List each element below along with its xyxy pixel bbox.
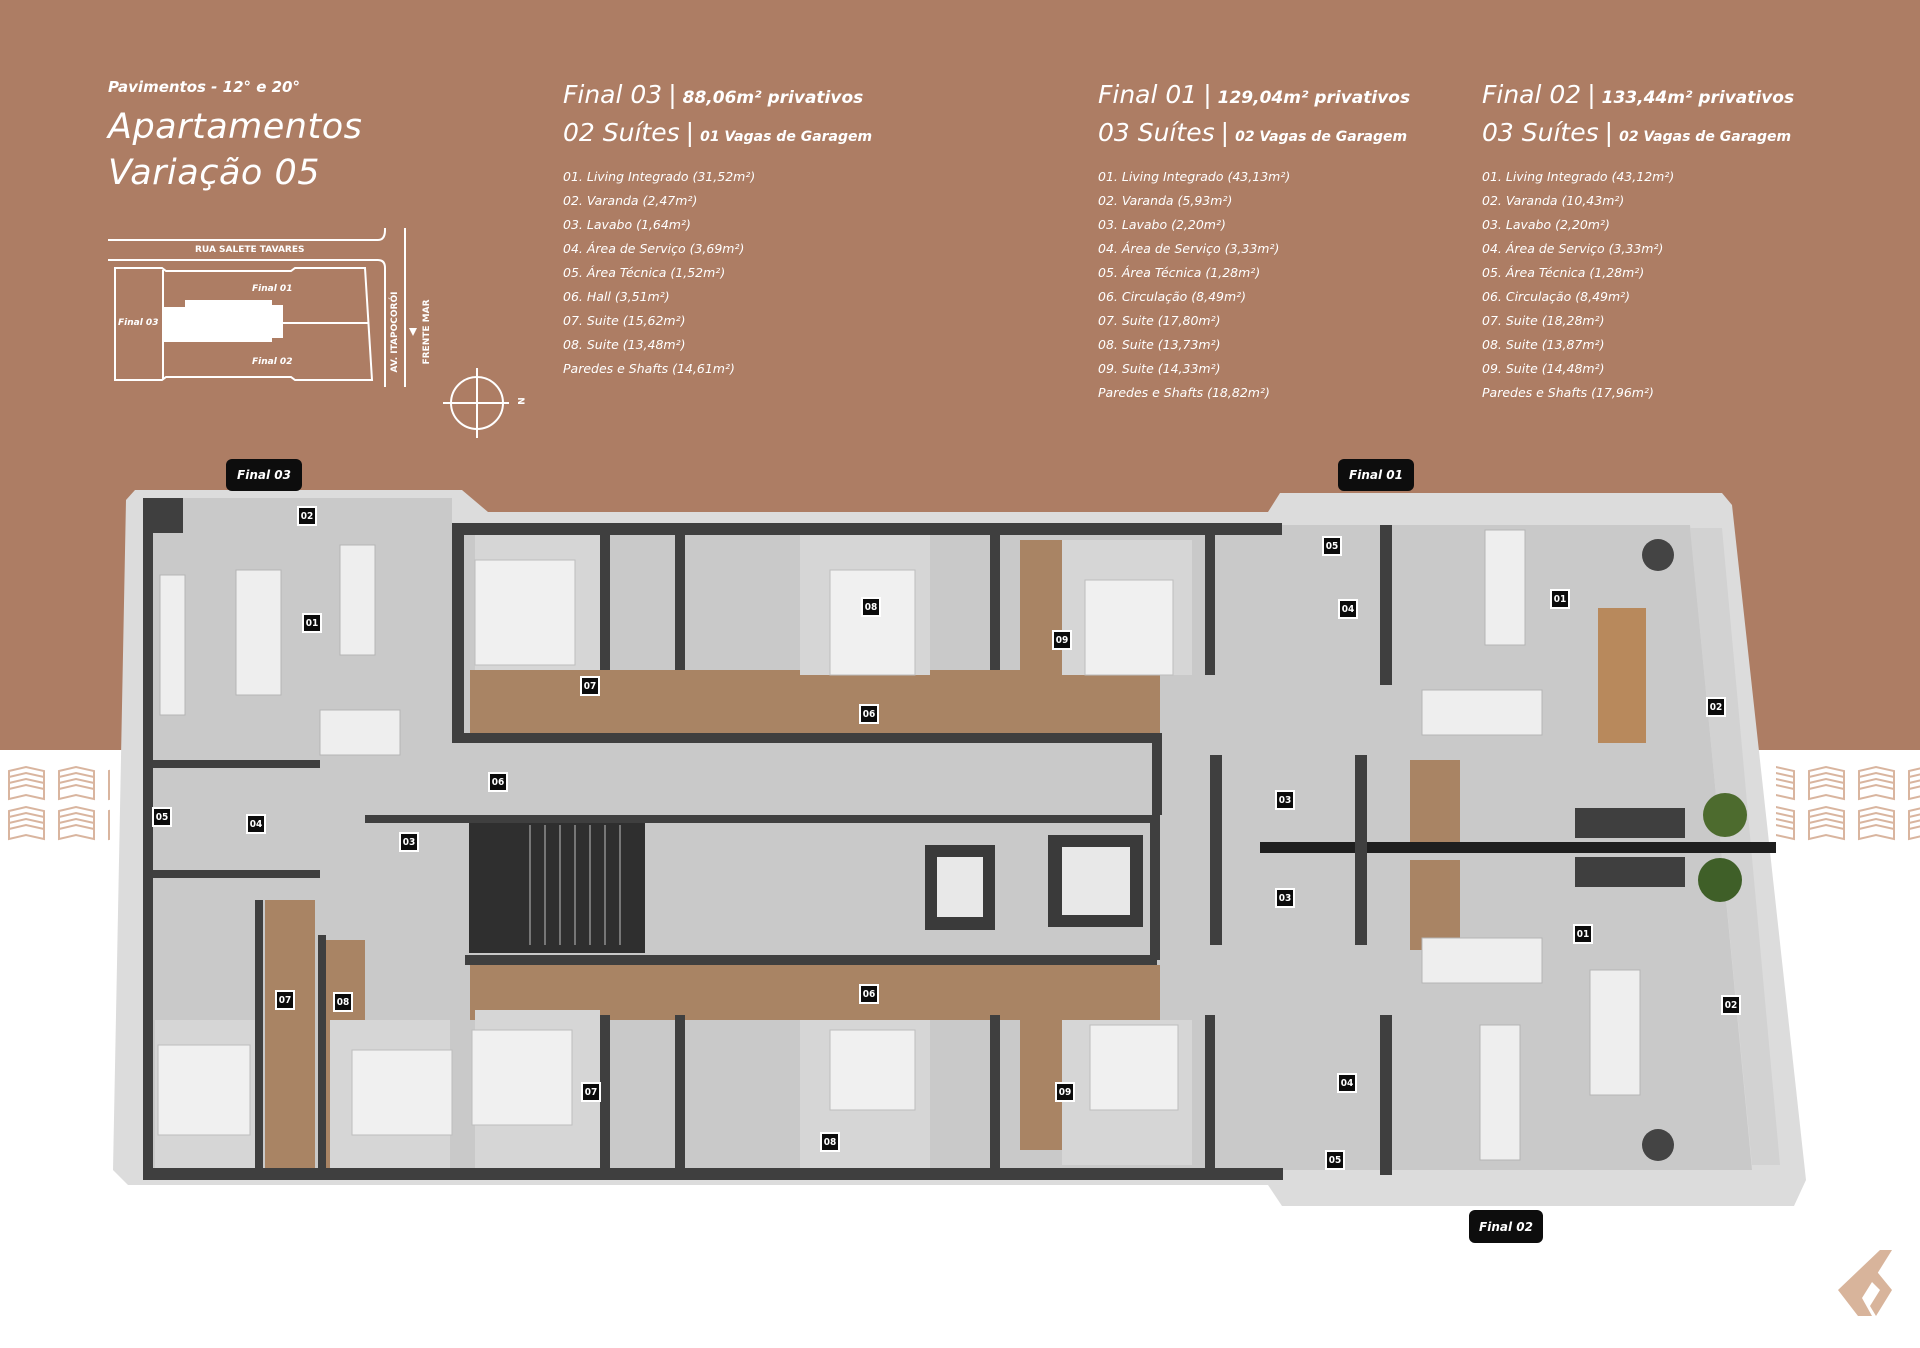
room-badge: 02	[1721, 995, 1741, 1015]
room-list-item: 05. Área Técnica (1,28m²)	[1098, 265, 1261, 280]
room-badge: 03	[399, 832, 419, 852]
room-badge: 04	[1337, 1073, 1357, 1093]
staircase	[469, 818, 645, 953]
room-list-item: 03. Lavabo (2,20m²)	[1482, 217, 1610, 232]
dining-table	[1598, 608, 1646, 743]
tab-final-01: Final 01	[1338, 459, 1414, 491]
map-final-02: Final 02	[252, 357, 293, 367]
room-list-item: 02. Varanda (10,43m²)	[1482, 193, 1625, 208]
room-list-item: 04. Área de Serviço (3,33m²)	[1482, 241, 1664, 256]
room-badge: 02	[1706, 697, 1726, 717]
room-list-item: Paredes e Shafts (18,82m²)	[1098, 385, 1270, 400]
street-label: RUA SALETE TAVARES	[195, 245, 305, 255]
room-list-item: 09. Suite (14,48m²)	[1482, 361, 1605, 376]
room-list-item: Paredes e Shafts (17,96m²)	[1482, 385, 1654, 400]
room-badge: 05	[152, 807, 172, 827]
room-badge: 09	[1052, 630, 1072, 650]
room-list-item: 06. Hall (3,51m²)	[563, 289, 670, 304]
unit-area: 133,44m² privativos	[1601, 88, 1795, 108]
room-badge: 08	[333, 992, 353, 1012]
plant-icon	[1703, 793, 1747, 837]
room-list-item: 08. Suite (13,73m²)	[1098, 337, 1221, 352]
room-list-item: 04. Área de Serviço (3,69m²)	[563, 241, 745, 256]
walls	[143, 498, 1776, 1180]
unit-name: Final 03	[563, 80, 663, 109]
map-final-01: Final 01	[252, 284, 293, 294]
room-badge: 02	[297, 506, 317, 526]
room-list-item: 02. Varanda (5,93m²)	[1098, 193, 1233, 208]
map-final-03: Final 03	[118, 318, 159, 328]
room-list-item: 05. Área Técnica (1,28m²)	[1482, 265, 1645, 280]
room-list: 01. Living Integrado (43,12m²) 02. Varand…	[1482, 165, 1822, 405]
unit-final-02: Final 02|133,44m² privativos 03 Suítes|0…	[1482, 78, 1822, 405]
room-badge: 01	[1573, 924, 1593, 944]
room-badge: 06	[488, 772, 508, 792]
room-list-item: 09. Suite (14,33m²)	[1098, 361, 1221, 376]
unit-area: 88,06m² privativos	[682, 88, 864, 108]
room-badge: 08	[820, 1132, 840, 1152]
unit-final-03: Final 03|88,06m² privativos 02 Suítes|01…	[563, 78, 903, 381]
floor-subtitle: Pavimentos - 12° e 20°	[108, 78, 300, 96]
room-badge: 09	[1055, 1082, 1075, 1102]
room-list-item: 07. Suite (18,28m²)	[1482, 313, 1605, 328]
room-list-item: 06. Circulação (8,49m²)	[1482, 289, 1631, 304]
room-badge: 07	[275, 990, 295, 1010]
room-list-item: 08. Suite (13,87m²)	[1482, 337, 1605, 352]
room-list-item: 06. Circulação (8,49m²)	[1098, 289, 1247, 304]
room-badge: 03	[1275, 790, 1295, 810]
room-list: 01. Living Integrado (31,52m²) 02. Varand…	[563, 165, 903, 381]
unit-suites: 03 Suítes	[1098, 118, 1215, 147]
brand-logo	[1838, 1250, 1892, 1316]
room-badge: 03	[1275, 888, 1295, 908]
page-title: Apartamentos Variação 05	[108, 104, 362, 196]
unit-final-01: Final 01|129,04m² privativos 03 Suítes|0…	[1098, 78, 1438, 405]
room-badge: 04	[246, 814, 266, 834]
room-badge: 06	[859, 704, 879, 724]
room-badge: 07	[581, 1082, 601, 1102]
room-list-item: 01. Living Integrado (43,12m²)	[1482, 169, 1675, 184]
room-list-item: 08. Suite (13,48m²)	[563, 337, 686, 352]
room-list-item: 02. Varanda (2,47m²)	[563, 193, 698, 208]
stair-steps	[529, 825, 621, 945]
room-list-item: 05. Área Técnica (1,52m²)	[563, 265, 726, 280]
room-list-item: 04. Área de Serviço (3,33m²)	[1098, 241, 1280, 256]
room-badge: 01	[302, 613, 322, 633]
tab-final-03: Final 03	[226, 459, 302, 491]
room-list-item: 01. Living Integrado (43,13m²)	[1098, 169, 1291, 184]
column	[1642, 539, 1674, 571]
room-badge: 05	[1325, 1150, 1345, 1170]
unit-area: 129,04m² privativos	[1217, 88, 1411, 108]
room-list-item: 01. Living Integrado (31,52m²)	[563, 169, 756, 184]
room-badge: 04	[1338, 599, 1358, 619]
tab-final-02: Final 02	[1469, 1210, 1543, 1243]
room-badge: 08	[861, 597, 881, 617]
room-badge: 06	[859, 984, 879, 1004]
room-list-item: 03. Lavabo (1,64m²)	[563, 217, 691, 232]
unit-suites: 03 Suítes	[1482, 118, 1599, 147]
room-list: 01. Living Integrado (43,13m²) 02. Varand…	[1098, 165, 1438, 405]
beds	[157, 559, 1179, 1136]
unit-name: Final 02	[1482, 80, 1582, 109]
unit-suites: 02 Suítes	[563, 118, 680, 147]
unit-name: Final 01	[1098, 80, 1198, 109]
room-list-item: 07. Suite (15,62m²)	[563, 313, 686, 328]
unit-garage: 02 Vagas de Garagem	[1235, 129, 1408, 145]
room-list-item: 07. Suite (17,80m²)	[1098, 313, 1221, 328]
plant-icon	[1698, 858, 1742, 902]
room-badge: 07	[580, 676, 600, 696]
room-badge: 01	[1550, 589, 1570, 609]
column	[1642, 1129, 1674, 1161]
room-badge: 05	[1322, 536, 1342, 556]
unit-garage: 02 Vagas de Garagem	[1619, 129, 1792, 145]
room-list-item: Paredes e Shafts (14,61m²)	[563, 361, 735, 376]
room-list-item: 03. Lavabo (2,20m²)	[1098, 217, 1226, 232]
furniture	[159, 529, 1641, 1161]
unit-garage: 01 Vagas de Garagem	[700, 129, 873, 145]
title-line-1: Apartamentos	[108, 107, 363, 147]
title-line-2: Variação 05	[108, 153, 320, 193]
